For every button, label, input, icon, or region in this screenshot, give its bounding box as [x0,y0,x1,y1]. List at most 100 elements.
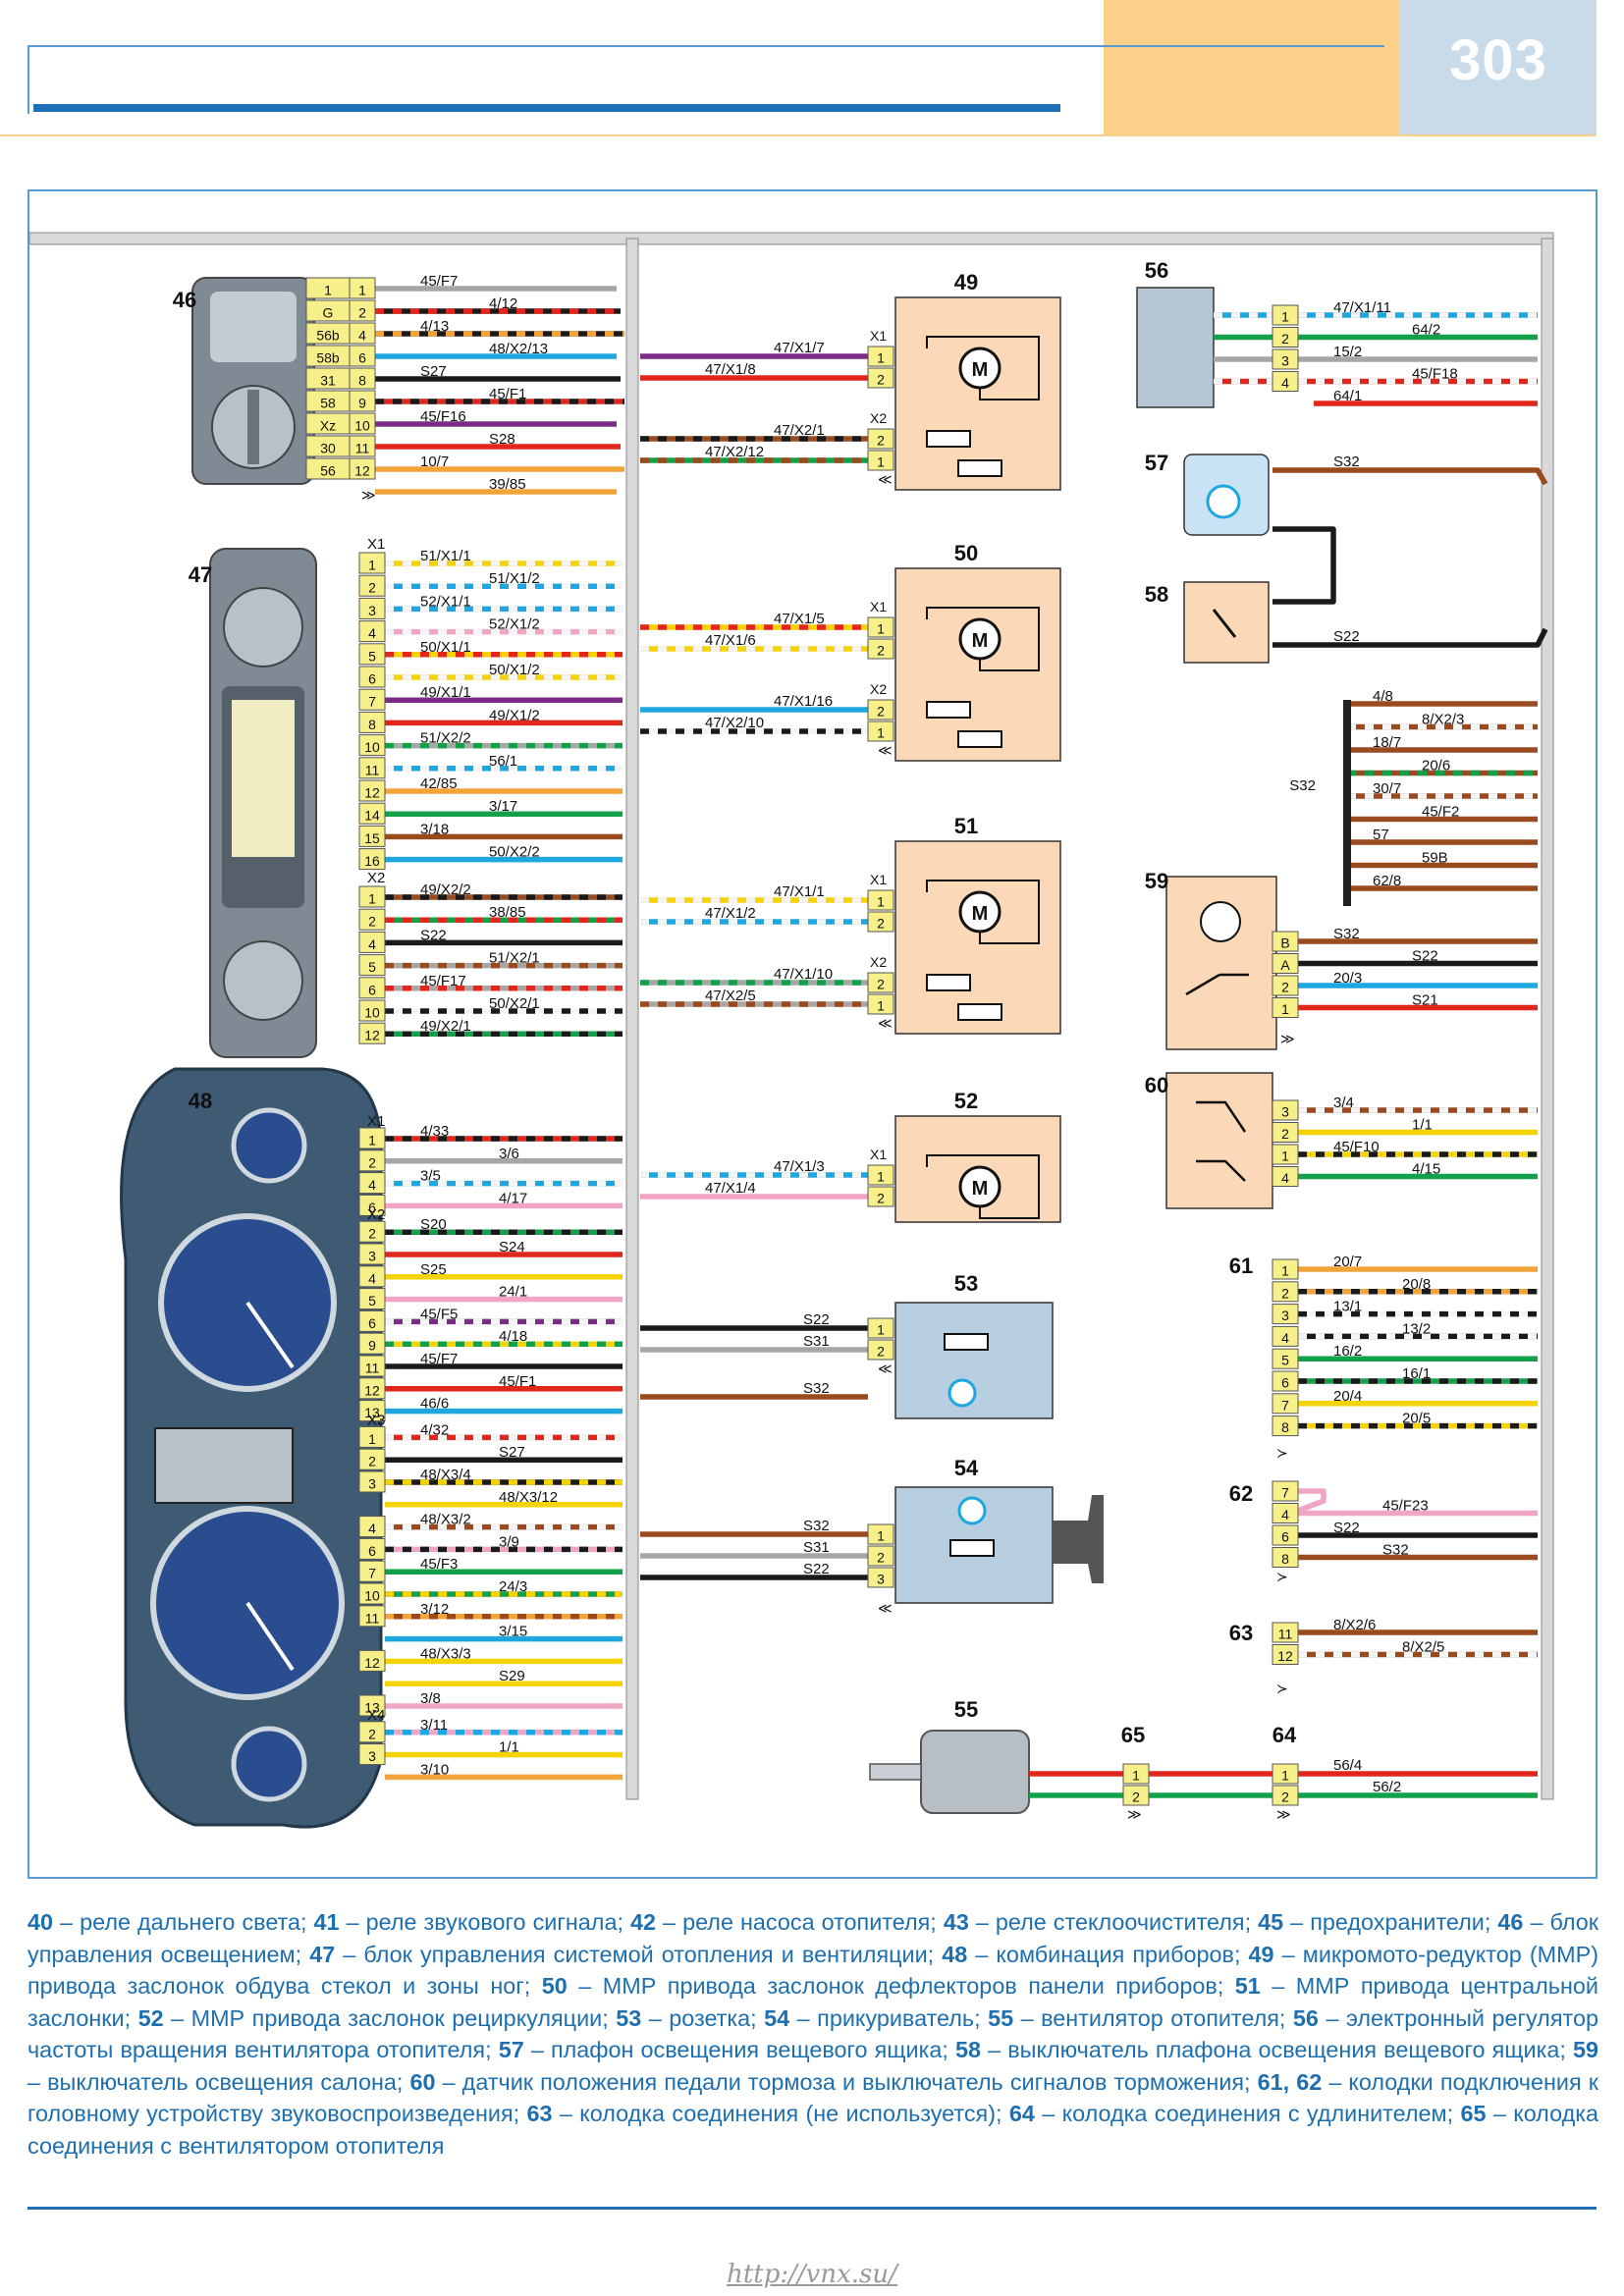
pin-number: 11 [365,1361,380,1376]
wire-label: 47/X1/3 [774,1158,825,1175]
wire-label: 45/F23 [1382,1498,1429,1515]
pin-number: 1 [358,283,366,298]
wire-label: 18/7 [1373,734,1401,751]
pin-number: 11 [355,441,370,456]
unit-46-switches [210,292,297,362]
wire-label: 47/X1/4 [705,1180,756,1197]
pin-number: 1 [877,725,885,741]
pin-number: 2 [1281,1285,1289,1301]
component-number-61: 61 [1229,1254,1253,1278]
pin-number: 3 [1281,1308,1289,1323]
wire-label: 4/8 [1373,688,1393,705]
component-number-65: 65 [1121,1723,1145,1747]
wire-label: 20/7 [1333,1254,1362,1270]
pin-number: 6 [368,982,376,997]
pin-number: 5 [368,1293,376,1308]
unit-48-tacho-needle [245,1301,295,1369]
wire-label: 47/X1/6 [705,632,756,649]
wire-label: ≫ [1127,1806,1142,1822]
wire-label: S21 [1412,992,1438,1009]
pin-number: 9 [368,1338,376,1354]
pin-number: 58b [316,350,340,366]
pin [1272,1099,1299,1121]
trunk-top [28,232,1554,245]
wire-label: 57 [1373,827,1389,843]
wire-label: 4/33 [420,1123,449,1140]
component-number-52: 52 [954,1089,978,1113]
motor-49-circuit [926,336,1040,400]
pin-number: 2 [368,1226,376,1242]
pin-number: 2 [877,916,885,932]
pin-number: 2 [1281,331,1289,347]
wire-label: S31 [803,1333,830,1350]
pin-number: Xz [320,418,336,434]
motor-icon: M [972,359,989,381]
wire-label: 16/2 [1333,1343,1362,1360]
wire-label: ≻ [1276,1445,1288,1461]
motor-50-circuit [926,607,1040,671]
wire-label: 50/X1/2 [489,662,540,678]
pin-number: 12 [354,463,370,479]
wire-label: 49/X2/2 [420,881,471,898]
wire-label: 47/X1/11 [1333,299,1391,316]
pin-number: 11 [365,1610,380,1626]
motor-49-resistor [926,430,971,448]
wire-label: 56/4 [1333,1757,1362,1774]
pin [358,1582,386,1605]
wire-label: 47/X2/12 [705,444,764,460]
pin-number: 2 [877,1344,885,1360]
wire-58-s22 [1272,627,1548,648]
pin [358,1516,386,1538]
switch-59-led [1200,901,1241,942]
footer-url[interactable]: http://vnx.su/ [727,2260,897,2289]
socket-53-body [894,1302,1054,1419]
connector-label-x1: X1 [367,1113,385,1130]
component-number-48: 48 [189,1089,212,1113]
pin-number: 2 [1281,980,1289,995]
lighter-54-element [949,1539,995,1557]
wire-label: 64/1 [1333,388,1362,404]
header-bar [33,104,1060,112]
pin [1272,1348,1299,1369]
pin [358,1288,386,1310]
pin-number: 4 [368,1270,376,1286]
wire-label: 51/X1/2 [489,570,540,587]
pin [1272,1281,1299,1303]
wire-label: 52/X1/2 [489,616,540,633]
lighter-54-lamp [957,1496,987,1525]
pin [867,721,894,742]
unit-46-knob-grip [247,390,259,464]
component-number-47: 47 [189,562,212,587]
wire-label: 50/X2/2 [489,844,540,861]
component-number-62: 62 [1229,1481,1253,1506]
wire-label: S22 [1412,948,1438,965]
pin [358,954,386,977]
wire-label: 45/F7 [420,1351,458,1367]
connector-label-x2: X2 [367,1206,385,1223]
wire-label: S32 [1382,1542,1409,1559]
switch-58-body [1183,581,1270,664]
motor-51-circuit [926,880,1040,944]
wire-label: 24/3 [499,1578,527,1595]
pin [1272,1166,1299,1187]
wire-label: ≻ [1276,1569,1288,1584]
component-number-53: 53 [954,1271,978,1296]
diagram-frame [27,189,1597,1879]
connector-label-x2: X2 [870,681,887,697]
pin-number: 12 [364,1028,380,1043]
component-number-63: 63 [1229,1621,1253,1645]
wire-label: S24 [499,1239,525,1255]
wire-label: S22 [803,1311,830,1328]
pin-number: 1 [368,558,376,573]
wire-label: 3/11 [420,1717,448,1734]
wire-label: 30/7 [1373,780,1401,797]
wire-label: 45/F2 [1422,804,1459,821]
pin-number: 2 [877,643,885,659]
pin-number: 10 [364,739,380,755]
unit-47-knob-bottom [223,940,303,1021]
wire-label: ≻ [1276,1681,1288,1696]
wire-label: 4/13 [420,318,449,335]
wire-label: 47/X1/2 [705,905,756,922]
pin [1272,1503,1299,1523]
motor-50-box [894,567,1061,762]
